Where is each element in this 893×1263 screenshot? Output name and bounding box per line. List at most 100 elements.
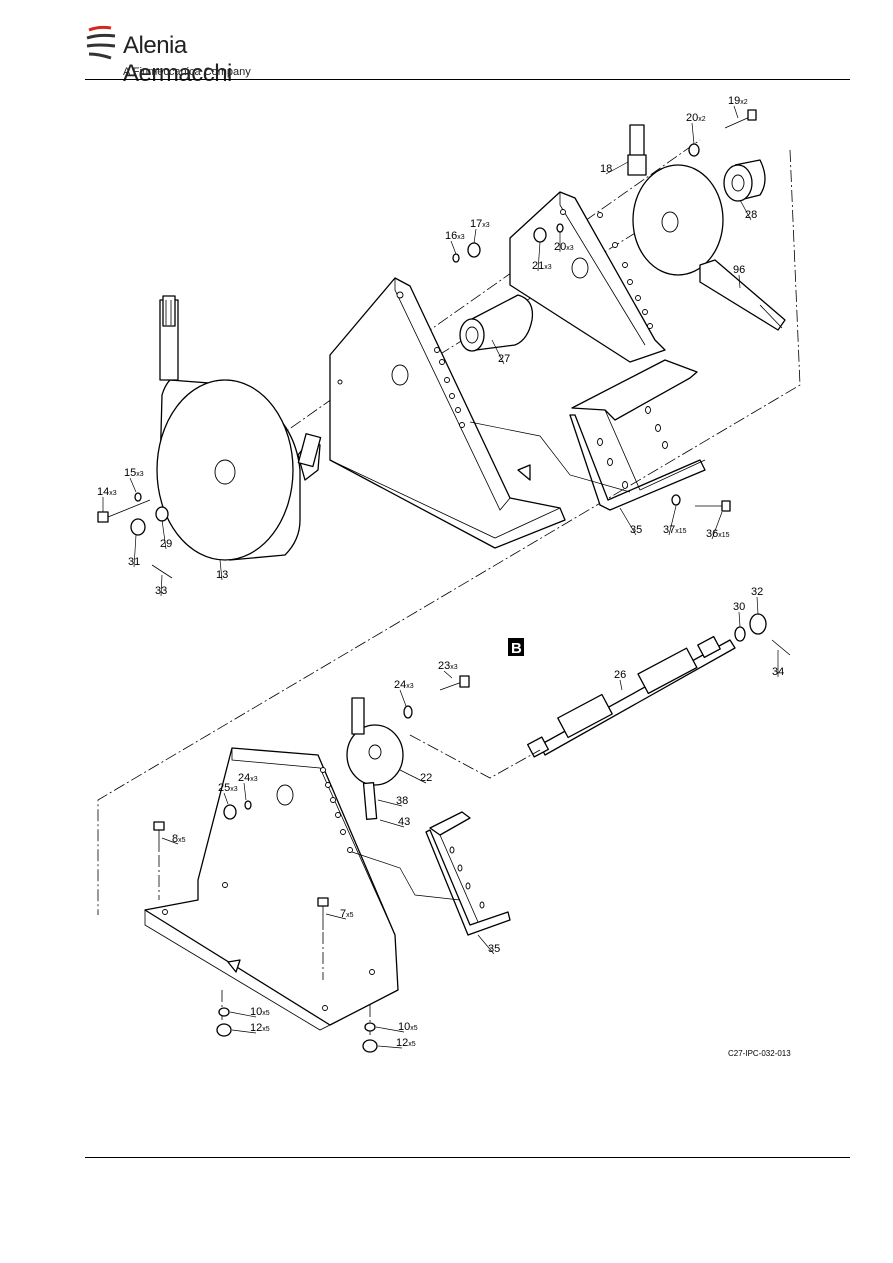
nut-21: [533, 227, 547, 243]
callout-qty-c10b: x5: [410, 1025, 418, 1032]
channel-bracket-35-lower: [425, 811, 511, 936]
callout-label-c27: 27: [498, 353, 510, 365]
callout-qty-c14: x3: [109, 490, 117, 497]
callout-label-c29: 29: [160, 538, 172, 550]
callout-label-c35a: 35: [630, 524, 642, 536]
washer-10-right: [364, 1022, 376, 1032]
callout-leader-c31: [133, 534, 137, 568]
washer-10-left: [218, 1007, 230, 1017]
callout-label-c22: 22: [420, 772, 432, 784]
callout-label-c37: 37x15: [663, 524, 687, 536]
spacer-28: [723, 159, 766, 202]
callout-label-c8: 8x5: [172, 833, 186, 845]
callout-label-c32: 32: [751, 586, 763, 598]
callout-leader-c37: [668, 505, 677, 536]
bolt-36: [695, 500, 731, 512]
callout-label-c26: 26: [614, 669, 626, 681]
callout-qty-c19: x2: [740, 99, 748, 106]
callout-label-c31: 31: [128, 556, 140, 568]
callout-qty-c21: x3: [544, 264, 552, 271]
callout-qty-c20a: x2: [698, 116, 706, 123]
callout-qty-c24b: x3: [250, 776, 258, 783]
callout-leader-c7: [325, 913, 347, 920]
callout-leader-c10b: [375, 1026, 405, 1033]
pulley-22: [346, 697, 404, 821]
bolt-23: [439, 675, 470, 691]
callout-leader-c24a: [399, 689, 407, 707]
callout-label-c33: 33: [155, 585, 167, 597]
castle-nut-32: [749, 613, 767, 635]
callout-leader-c33: [160, 574, 163, 597]
company-tagline: A Finmeccanica Company: [123, 66, 251, 78]
callout-label-c14: 14x3: [97, 486, 117, 498]
support-bracket-right: [509, 191, 666, 363]
callout-label-c18: 18: [600, 163, 612, 175]
support-bracket-upper: [329, 277, 566, 549]
callout-label-c13: 13: [216, 569, 228, 581]
callout-qty-c24a: x3: [406, 683, 414, 690]
washer-20-upper: [688, 143, 700, 157]
shaft-26: [527, 635, 736, 758]
callout-label-c10b: 10x5: [398, 1021, 418, 1033]
callout-label-c10a: 10x5: [250, 1006, 270, 1018]
callout-leader-c12b: [377, 1045, 403, 1049]
nut-25: [223, 804, 237, 820]
callout-leader-c10a: [229, 1011, 257, 1018]
callout-qty-c23: x3: [450, 664, 458, 671]
axis-line-lower: [409, 734, 541, 779]
leader-bracket-dash: [469, 421, 631, 493]
washer-29: [155, 506, 169, 522]
pulley-13: [156, 295, 322, 561]
callout-leader-c36: [711, 511, 723, 540]
leader-lower-bracket: [351, 851, 461, 901]
support-bracket-lower: [144, 747, 399, 1031]
sleeve-27: [459, 294, 534, 352]
callout-leader-c30: [738, 611, 741, 628]
bolt-8: [153, 821, 165, 852]
callout-leader-c13: [219, 559, 223, 581]
bolt-14: [97, 499, 151, 523]
callout-leader-c17: [473, 228, 477, 244]
view-b-box: [508, 638, 524, 656]
callout-label-c15: 15x3: [124, 467, 144, 479]
callout-qty-c7: x5: [346, 912, 354, 919]
callout-leader-c24b: [243, 782, 247, 801]
logo-mark-icon: [86, 25, 116, 60]
callout-qty-c36: x15: [718, 532, 729, 539]
callout-qty-c37: x15: [675, 528, 686, 535]
callout-qty-c17: x3: [482, 222, 490, 229]
callout-qty-c16: x3: [457, 234, 465, 241]
callout-leader-c15: [129, 477, 137, 493]
callout-label-c20a: 20x2: [686, 112, 706, 124]
callout-qty-c20b: x3: [566, 245, 574, 252]
washer-24-upper: [403, 705, 413, 719]
washer-20-mid: [556, 223, 564, 233]
nut-17: [467, 242, 481, 258]
callout-leader-c26: [619, 679, 623, 691]
callout-qty-c25: x3: [230, 786, 238, 793]
washer-16: [452, 253, 460, 263]
callout-qty-c10a: x5: [262, 1010, 270, 1017]
washer-15: [134, 492, 142, 502]
callout-leader-c21: [537, 241, 541, 272]
nut-12-right: [362, 1039, 378, 1053]
callout-label-c38: 38: [396, 795, 408, 807]
callout-leader-c20a: [691, 122, 695, 145]
company-name: Alenia Aermacchi: [123, 32, 232, 87]
view-b-label: B: [511, 640, 522, 657]
footer-rule: [85, 1157, 850, 1158]
cotter-pin-34: [771, 639, 791, 656]
callout-label-c19: 19x2: [728, 95, 748, 107]
bolt-7: [317, 897, 329, 930]
callout-leader-c8: [161, 837, 179, 845]
callout-leader-c25: [223, 792, 229, 805]
callout-label-c34: 34: [772, 666, 784, 678]
pulley-18: [627, 124, 786, 331]
callout-label-c96: 96: [733, 264, 745, 276]
callout-label-c35b: 35: [488, 943, 500, 955]
bolt-19: [724, 109, 757, 129]
washer-24-lower: [244, 800, 252, 810]
figure-reference: C27-IPC-032-013: [728, 1049, 791, 1058]
callout-leader-c27: [491, 339, 505, 365]
callout-qty-c15: x3: [136, 471, 144, 478]
